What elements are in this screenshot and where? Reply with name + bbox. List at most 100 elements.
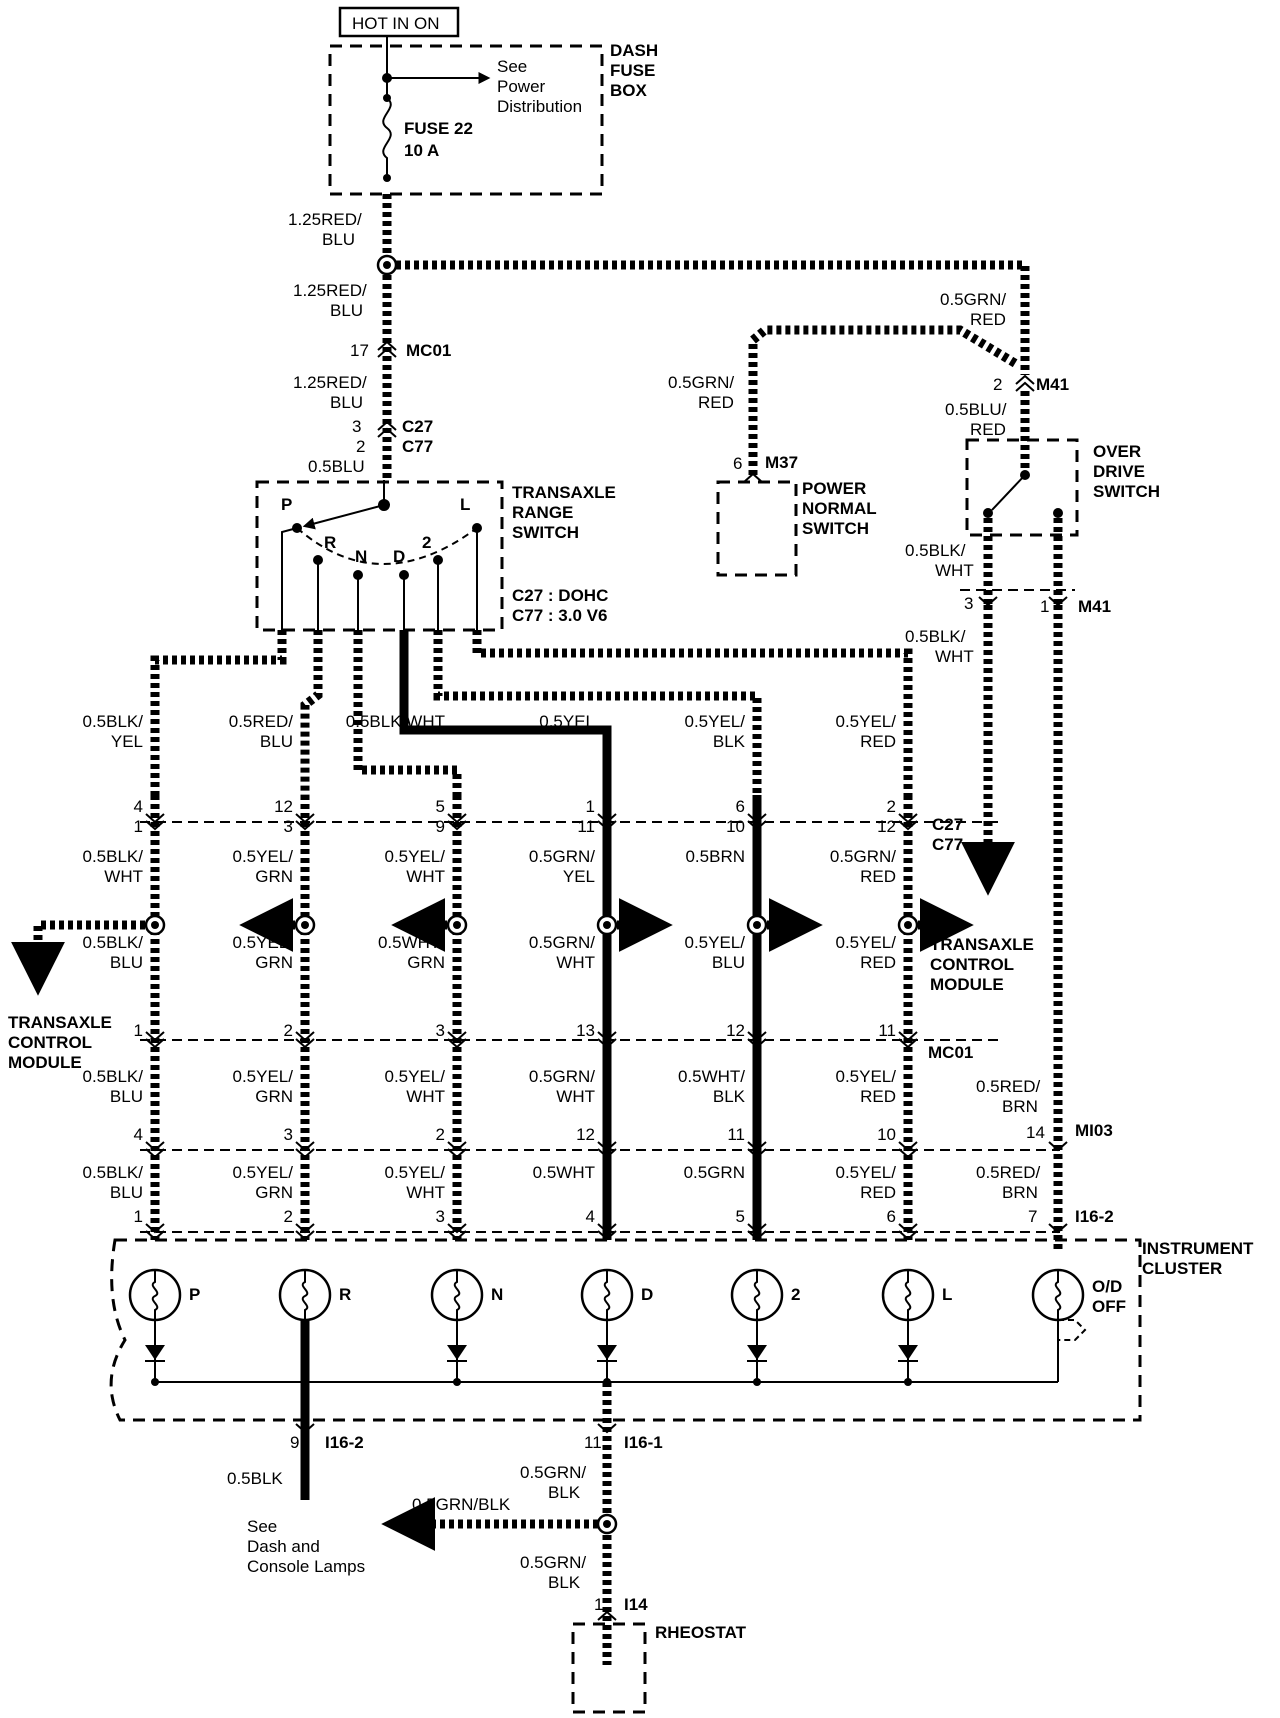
svg-text:9: 9 — [290, 1433, 299, 1452]
wire-label: 3 — [284, 817, 293, 836]
wire-label: BLU — [712, 953, 745, 972]
wire-label: 9 — [436, 817, 445, 836]
wire-label: 11 — [577, 817, 595, 836]
wire-label: 0.5BLK/ — [83, 847, 144, 866]
svg-text:INSTRUMENT: INSTRUMENT — [1142, 1239, 1254, 1258]
wire-label: 2 — [436, 1125, 445, 1144]
wire-label: BLU — [110, 1183, 143, 1202]
svg-text:I16-2: I16-2 — [325, 1433, 364, 1452]
svg-text:M41: M41 — [1078, 597, 1111, 616]
wire-label: 0.5YEL/ — [685, 712, 746, 731]
svg-text:CONTROL: CONTROL — [8, 1033, 92, 1052]
svg-text:1.25RED/: 1.25RED/ — [293, 373, 367, 392]
wire-label: 0.5GRN/ — [529, 847, 595, 866]
svg-text:D: D — [393, 547, 405, 566]
wire-label: 0.5BLK/ — [83, 1067, 144, 1086]
svg-text:C27: C27 — [402, 417, 433, 436]
svg-text:0.5BLK/: 0.5BLK/ — [905, 541, 966, 560]
svg-text:RHEOSTAT: RHEOSTAT — [655, 1623, 747, 1642]
svg-text:MC01: MC01 — [406, 341, 451, 360]
svg-text:3: 3 — [352, 417, 361, 436]
svg-text:3: 3 — [964, 594, 973, 613]
wire-label: WHT — [556, 953, 595, 972]
fuse-icon — [382, 97, 392, 178]
wire-label: 4 — [586, 1207, 595, 1226]
wire-label: GRN — [407, 953, 445, 972]
lamp-label: D — [641, 1285, 653, 1304]
wire-label: BLK — [713, 732, 746, 751]
wire-label: 0.5GRN/ — [529, 1067, 595, 1086]
svg-text:BLU: BLU — [330, 301, 363, 320]
svg-text:0.5BLK: 0.5BLK — [227, 1469, 283, 1488]
svg-text:C77 : 3.0 V6: C77 : 3.0 V6 — [512, 606, 607, 625]
svg-text:RED: RED — [970, 420, 1006, 439]
instrument-cluster — [109, 1238, 1142, 1422]
wire-label: 0.5YEL/ — [233, 933, 294, 952]
wire-label: 1 — [586, 797, 595, 816]
wire-label: WHT — [556, 1087, 595, 1106]
lamp-column-P — [128, 795, 182, 1386]
svg-text:R: R — [324, 533, 336, 552]
svg-text:Distribution: Distribution — [497, 97, 582, 116]
wire-label: 0.5YEL/ — [385, 1163, 446, 1182]
svg-text:I16-1: I16-1 — [624, 1433, 663, 1452]
lamp-label: 2 — [791, 1285, 800, 1304]
wire-label: 0.5GRN/ — [529, 933, 595, 952]
svg-text:CONTROL: CONTROL — [930, 955, 1014, 974]
wire-label: 12 — [726, 1021, 745, 1040]
svg-text:POWER: POWER — [802, 479, 866, 498]
wire-label: 12 — [274, 797, 293, 816]
svg-text:M41: M41 — [1036, 375, 1069, 394]
wire-label: YEL — [563, 867, 595, 886]
wire-label: GRN — [255, 1087, 293, 1106]
svg-text:2: 2 — [356, 437, 365, 456]
diode-icon — [898, 1345, 918, 1360]
svg-text:DRIVE: DRIVE — [1093, 462, 1145, 481]
wire-label: 0.5BLK/ — [83, 1163, 144, 1182]
svg-text:TRANSAXLE: TRANSAXLE — [512, 483, 616, 502]
svg-text:M37: M37 — [765, 453, 798, 472]
wire-label: 5 — [436, 797, 445, 816]
wire-label: 5 — [736, 1207, 745, 1226]
wire-label: 11 — [727, 1125, 745, 1144]
wire-label: 0.5BRN — [685, 847, 745, 866]
wire-label: 0.5YEL/ — [685, 933, 746, 952]
wire-label: 0.5YEL/ — [233, 1067, 294, 1086]
lamp-column-N — [391, 795, 484, 1386]
svg-text:Dash and: Dash and — [247, 1537, 320, 1556]
wire-label: 3 — [284, 1125, 293, 1144]
diode-icon — [597, 1345, 617, 1360]
svg-text:MI03: MI03 — [1075, 1121, 1113, 1140]
lamp-label: OFF — [1092, 1297, 1126, 1316]
wire-label: 0.5YEL/ — [836, 933, 897, 952]
svg-text:NORMAL: NORMAL — [802, 499, 877, 518]
diode-icon — [145, 1345, 165, 1360]
wire-label: 1 — [134, 1021, 143, 1040]
wire-label: 0.5WHT — [533, 1163, 595, 1182]
wire-label: BLU — [110, 953, 143, 972]
svg-text:6: 6 — [733, 454, 742, 473]
wire-label: 0.5BLK/ — [83, 712, 144, 731]
wire-label: GRN — [255, 953, 293, 972]
wire-label: 3 — [436, 1021, 445, 1040]
lamp-label: R — [339, 1285, 351, 1304]
wire-label: 0.5BLK/ — [83, 933, 144, 952]
svg-text:BLU: BLU — [330, 393, 363, 412]
svg-text:1.25RED/: 1.25RED/ — [288, 210, 362, 229]
wire-label: 4 — [134, 797, 143, 816]
svg-text:7: 7 — [1028, 1207, 1037, 1226]
svg-text:I14: I14 — [624, 1595, 648, 1614]
wire-label: 2 — [284, 1021, 293, 1040]
svg-text:WHT: WHT — [935, 647, 974, 666]
wire-label: 0.5BLK/WHT — [346, 712, 445, 731]
svg-text:BRN: BRN — [1002, 1097, 1038, 1116]
wire-label: 10 — [877, 1125, 896, 1144]
lamp-column-R — [239, 795, 332, 1382]
wire-label: 0.5YEL/ — [836, 1067, 897, 1086]
svg-text:RED: RED — [970, 310, 1006, 329]
wire-label: 1 — [134, 1207, 143, 1226]
wire-label: BLU — [260, 732, 293, 751]
wire-label: 11 — [878, 1021, 896, 1040]
svg-text:DASH: DASH — [610, 41, 658, 60]
svg-text:C77: C77 — [402, 437, 433, 456]
